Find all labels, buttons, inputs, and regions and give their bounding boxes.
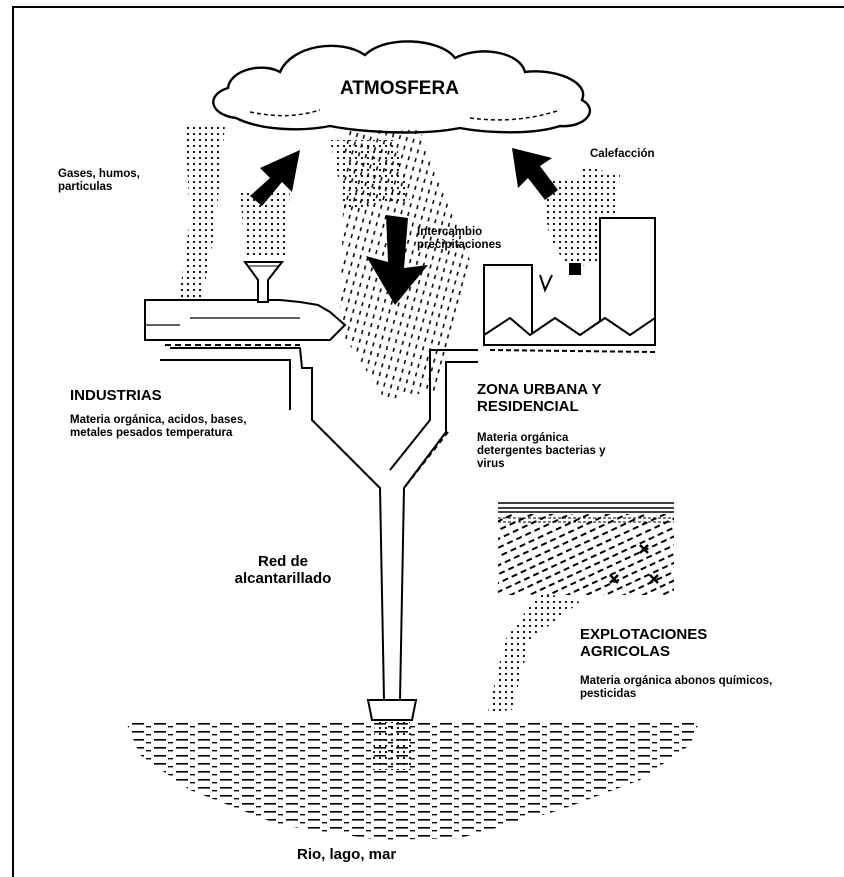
agricultural-field <box>498 500 674 595</box>
atmosphere-title: ATMOSFERA <box>340 78 459 100</box>
water-body <box>125 720 700 840</box>
industry-description: Materia orgánica, acidos, bases, metales… <box>70 414 280 440</box>
industry-building <box>145 262 345 345</box>
industry-title: INDUSTRIAS <box>70 387 162 404</box>
sewer-network-label: Red de alcantarillado <box>208 553 358 588</box>
destination-label: Rio, lago, mar <box>297 846 396 863</box>
agriculture-title: EXPLOTACIONES AGRICOLAS <box>580 626 800 661</box>
precipitation-exchange-label: Intercambio precipitaciones <box>417 226 552 252</box>
urban-zone-description: Materia orgánica detergentes bacterias y… <box>477 432 627 472</box>
urban-zone-title: ZONA URBANA Y RESIDENCIAL <box>477 381 677 416</box>
gases-label: Gases, humos, particulas <box>58 168 170 194</box>
outfall-splash <box>372 722 414 770</box>
left-smoke <box>178 125 225 310</box>
agriculture-description: Materia orgánica abonos químicos, pestic… <box>580 675 830 701</box>
agricultural-runoff <box>488 592 580 712</box>
right-up-arrow <box>512 148 558 200</box>
heating-label: Calefacción <box>590 148 655 161</box>
